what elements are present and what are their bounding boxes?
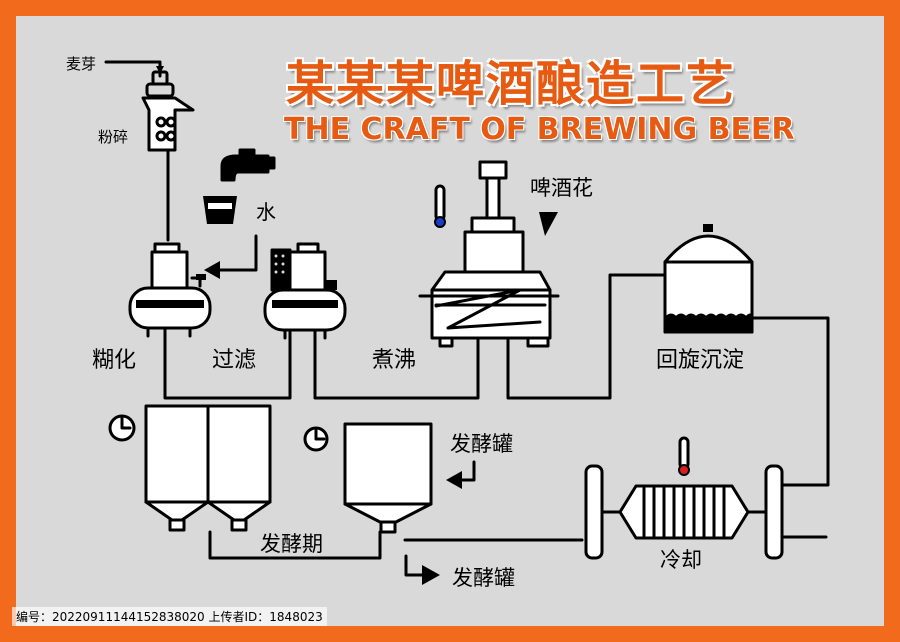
- label-mashing: 糊化: [92, 348, 137, 373]
- watermark-text: 编号：20220911144152838020 上传者ID：1848023: [12, 607, 327, 626]
- whirlpool-tank: [663, 224, 754, 334]
- label-fermentation-period: 发酵期: [260, 532, 323, 556]
- pipe-network: [163, 148, 830, 577]
- label-water: 水: [256, 200, 276, 224]
- lauter-tun: [263, 242, 347, 340]
- timer-icon: [108, 414, 136, 442]
- boil-kettle: [418, 160, 560, 348]
- hops-arrow-icon: [539, 212, 558, 236]
- blue-thermometer-icon: [434, 184, 446, 228]
- label-malt: 麦芽: [66, 55, 97, 73]
- malt-arrow-icon: [156, 66, 164, 74]
- red-thermometer-icon: [678, 436, 690, 476]
- title-chinese: 某某某啤酒酿造工艺: [286, 56, 737, 112]
- faucet-icon: [220, 148, 276, 182]
- label-whirlpool: 回旋沉淀: [656, 348, 745, 373]
- water-arrow-icon: [204, 261, 220, 279]
- label-cooling: 冷却: [660, 548, 702, 572]
- timer-icon-2: [303, 426, 329, 452]
- malt-crusher: [104, 60, 195, 152]
- tank-out-arrow-icon: [422, 565, 440, 585]
- label-fermentation-tank: 发酵罐: [450, 432, 513, 456]
- label-crush: 粉碎: [98, 128, 129, 146]
- tank-in-arrow-icon: [446, 471, 462, 489]
- fermentation-tank: [343, 422, 433, 534]
- fermentation-twin-tanks: [144, 404, 272, 532]
- title-english: THE CRAFT OF BREWING BEER: [284, 112, 795, 147]
- label-filtering: 过滤: [212, 348, 257, 373]
- water-arrow-line: [216, 234, 258, 272]
- label-hops: 啤酒花: [530, 176, 593, 200]
- heat-exchanger: [584, 464, 784, 560]
- mash-tun: [128, 242, 212, 338]
- tank-in-arrow-line: [456, 460, 476, 482]
- water-bucket-icon: [203, 196, 237, 224]
- label-fermentation-tank-out: 发酵罐: [452, 566, 515, 590]
- label-boiling: 煮沸: [372, 348, 417, 373]
